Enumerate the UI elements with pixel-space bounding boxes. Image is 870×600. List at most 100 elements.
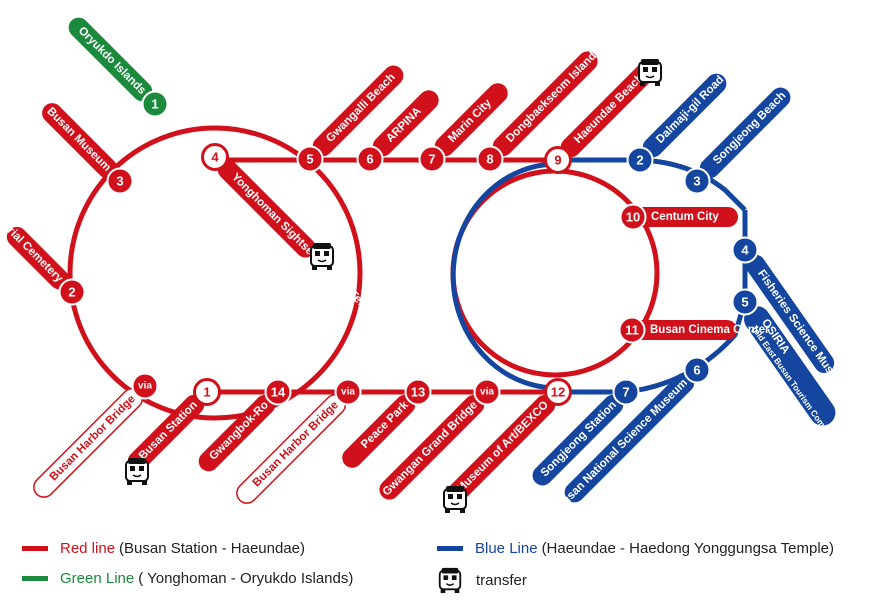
station-marker[interactable]: via	[473, 378, 501, 406]
station-tag-bg	[532, 394, 624, 486]
station-marker[interactable]: 9	[544, 146, 572, 174]
station-tag-bg	[6, 226, 70, 290]
station-marker-circle	[618, 316, 646, 344]
station-tag-bg	[42, 103, 118, 179]
station-marker[interactable]: via	[334, 378, 362, 406]
legend-blue-main: Blue Line	[475, 540, 538, 557]
station-marker[interactable]: 14	[264, 378, 292, 406]
station-marker[interactable]: 6	[356, 145, 384, 173]
station-label: UN Memorial Cemetery	[0, 187, 65, 285]
station-marker[interactable]: 4	[731, 236, 759, 264]
station-marker-circle	[334, 378, 362, 406]
legend-red: Red line (Busan Station - Haeundae)	[22, 540, 305, 557]
station-label: Busan Cinema Center	[650, 324, 770, 336]
station-marker-circle	[264, 378, 292, 406]
station-number: 6	[693, 363, 700, 378]
red-line-swatch	[22, 546, 48, 551]
station-tag: Oryukdo Islands	[68, 17, 153, 102]
station-marker[interactable]: 13	[404, 378, 432, 406]
station-number: 3	[116, 174, 123, 189]
station-marker-circle	[296, 145, 324, 173]
station-label: Dalmaji-gil Road	[654, 74, 726, 146]
legend-red-main: Red line	[60, 540, 116, 557]
station-marker[interactable]: 1	[141, 90, 169, 118]
station-number: via	[138, 381, 152, 392]
station-marker[interactable]: 2	[626, 146, 654, 174]
red-line-west-loop	[67, 125, 363, 421]
station-marker[interactable]: via	[131, 372, 159, 400]
station-marker[interactable]: 3	[106, 167, 134, 195]
station-tag-bg	[492, 51, 598, 157]
station-marker-circle	[404, 378, 432, 406]
blue-line-lower	[558, 299, 748, 395]
station-tag-bg	[379, 394, 485, 500]
station-number: 2	[68, 285, 75, 300]
station-marker-circle	[626, 146, 654, 174]
station-number: 7	[428, 152, 435, 167]
station-marker-circle	[141, 90, 169, 118]
station-marker-circle	[731, 288, 759, 316]
station-number: 5	[741, 295, 748, 310]
station-marker[interactable]: 3	[683, 167, 711, 195]
station-marker[interactable]: 10	[619, 203, 647, 231]
station-tag-bg	[198, 394, 276, 472]
station-marker[interactable]: 7	[612, 378, 640, 406]
station-number: 1	[203, 385, 210, 400]
station-marker-circle	[131, 372, 159, 400]
station-tag: UN Memorial Cemetery	[0, 187, 70, 290]
legend-blue-sub: (Haeundae - Haedong Yonggungsa Temple)	[541, 540, 835, 557]
station-tag-bg	[127, 394, 205, 472]
station-marker[interactable]: 4	[201, 143, 229, 171]
station-tag-bg	[312, 65, 404, 157]
station-marker[interactable]: 6	[683, 356, 711, 384]
station-marker-circle	[544, 146, 572, 174]
station-tag-bg	[560, 63, 655, 158]
station-marker-circle	[731, 236, 759, 264]
legend-red-sub: (Busan Station - Haeundae)	[119, 540, 305, 557]
transfer-bus-icon	[443, 485, 467, 514]
station-marker-circle	[683, 356, 711, 384]
station-marker[interactable]: 11	[618, 316, 646, 344]
station-marker-circle	[193, 378, 221, 406]
legend-green-main: Green Line	[60, 570, 135, 587]
station-tag-bg	[745, 254, 835, 374]
station-tag-bg	[744, 306, 836, 426]
station-marker-circle	[201, 143, 229, 171]
station-marker[interactable]: 8	[476, 145, 504, 173]
station-marker[interactable]: 12	[544, 378, 572, 406]
station-tag-bg	[342, 394, 416, 468]
station-tag-bg	[446, 394, 556, 504]
station-tag: Centum City	[633, 207, 738, 227]
station-tag: Busan Cinema Center	[632, 320, 770, 340]
station-marker[interactable]: 1	[193, 378, 221, 406]
station-number: 2	[636, 153, 643, 168]
station-marker[interactable]: 2	[58, 278, 86, 306]
station-marker[interactable]: 7	[418, 145, 446, 173]
station-number: 11	[625, 323, 639, 338]
legend-transfer: transfer	[430, 566, 527, 594]
station-number: 4	[741, 243, 749, 258]
legend-green: Green Line ( Yonghoman - Oryukdo Islands…	[22, 570, 353, 587]
station-marker-circle	[476, 145, 504, 173]
station-number: 1	[151, 97, 158, 112]
station-tag-bg	[564, 372, 695, 503]
station-label: Centum City	[651, 211, 719, 223]
legend-transfer-label: transfer	[476, 571, 527, 589]
station-number: 3	[693, 174, 700, 189]
station-marker[interactable]: 5	[731, 288, 759, 316]
station-label: Haeundae Beach	[572, 72, 646, 146]
station-tag-bg	[633, 207, 738, 227]
station-number: 7	[622, 385, 629, 400]
station-tag-bg	[642, 73, 727, 158]
station-number: 9	[554, 153, 561, 168]
station-label: Songjeong Beach	[711, 90, 788, 167]
station-label: Busan Museum	[44, 105, 113, 174]
station-label: Busan Harbor Bridge	[48, 393, 138, 483]
station-number: 13	[411, 385, 425, 400]
station-number: 8	[486, 152, 493, 167]
station-number: via	[341, 387, 355, 398]
station-marker[interactable]: 5	[296, 145, 324, 173]
station-number: 5	[306, 152, 313, 167]
station-tag-bg	[434, 83, 508, 157]
